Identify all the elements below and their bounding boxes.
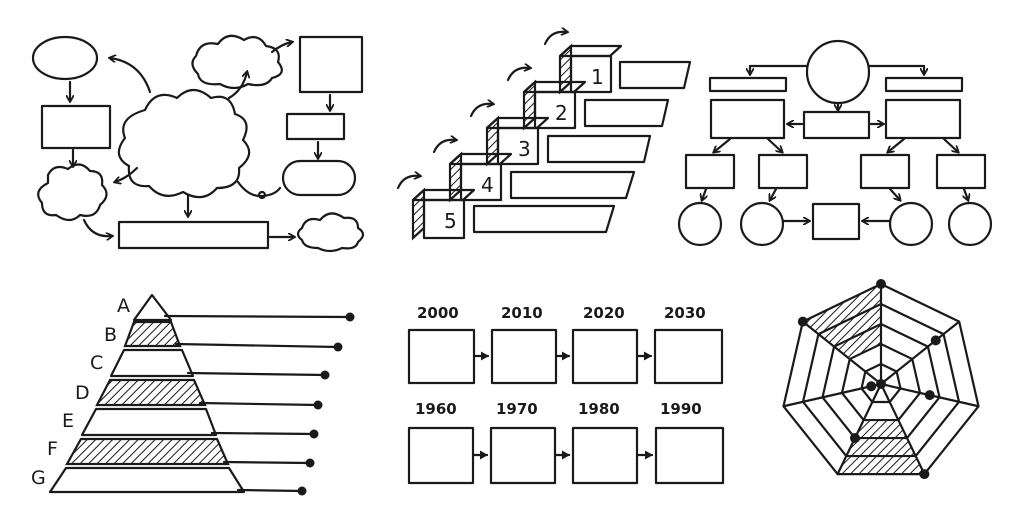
timeline-box: [571, 328, 639, 385]
mind-map-cloud-central: [117, 88, 251, 199]
radar-point: [876, 279, 886, 289]
hierarchy-box-left: [709, 98, 786, 140]
mind-map-cloud-bottom-right: [296, 212, 365, 253]
radar-chart: [782, 279, 980, 480]
timeline-year: 1990: [660, 400, 702, 418]
radar-point: [866, 381, 877, 392]
radar-point: [849, 433, 860, 444]
pyramid-level-a: [132, 293, 173, 322]
pyramid-level-d: [95, 378, 207, 407]
pyramid-label: C: [90, 352, 103, 374]
radar-spoke: [879, 320, 961, 386]
pyramid-level-b: [123, 320, 182, 348]
pyramid-level-c: [109, 348, 195, 378]
radar-point: [924, 390, 935, 401]
radar-point: [930, 335, 941, 346]
timeline-year: 1970: [496, 400, 538, 418]
timeline-box: [489, 426, 557, 485]
pyramid-label: A: [117, 295, 130, 317]
step-label: 3: [518, 137, 531, 161]
timeline-box: [407, 426, 475, 485]
pyramid-label: F: [47, 438, 58, 460]
radar-spoke: [879, 382, 926, 476]
step-1: [558, 43, 692, 95]
radar-ring: [860, 362, 902, 404]
step-3: [485, 115, 652, 167]
radar-spoke: [801, 320, 883, 386]
mind-map-capsule: [281, 159, 357, 197]
radar-spoke: [836, 382, 883, 476]
radar-spoke: [782, 382, 883, 408]
radar-point: [876, 379, 886, 389]
hierarchy-bar-left: [708, 76, 788, 93]
step-4: [448, 151, 636, 203]
radar-point: [797, 316, 808, 327]
mind-map-small-box: [285, 112, 346, 141]
radar-inner-cutout: [849, 344, 881, 384]
hierarchy-leaf-box: [684, 153, 736, 190]
step-label: 2: [555, 101, 568, 125]
timeline-box: [571, 426, 639, 485]
pyramid-level-g: [48, 466, 246, 494]
pyramid: A B C D E F G: [31, 293, 355, 496]
hierarchy-box-right: [884, 98, 962, 140]
hierarchy-leaf-box: [757, 153, 809, 190]
radar-hatched-sector: [837, 384, 925, 475]
hierarchy-leaf-circle: [947, 201, 993, 247]
hierarchy-leaf-circle: [677, 201, 723, 247]
radar-point: [919, 469, 930, 480]
mind-map-cloud-small: [37, 163, 108, 222]
hierarchy-merge-box: [811, 202, 861, 241]
pyramid-label: B: [104, 324, 117, 346]
radar-ring: [801, 302, 961, 458]
mind-map: [31, 34, 365, 253]
timeline-year: 2020: [583, 304, 625, 322]
hierarchy-leaf-box: [859, 153, 911, 190]
timeline-box: [653, 328, 724, 385]
timeline-year: 2010: [501, 304, 543, 322]
hierarchy-box-center: [802, 110, 871, 140]
timeline-box: [407, 328, 476, 385]
timeline-box: [490, 328, 558, 385]
mind-map-cloud-top: [191, 34, 283, 90]
hierarchy-leaf-circle: [888, 201, 934, 247]
radar-ring: [782, 282, 980, 476]
mind-map-box: [40, 104, 112, 150]
hierarchy-leaf-circle: [739, 201, 785, 247]
pyramid-level-f: [65, 437, 230, 466]
hierarchy-root-circle: [805, 39, 871, 105]
hierarchy-bar-right: [884, 76, 964, 93]
radar-ring: [821, 322, 941, 440]
timeline-box: [654, 426, 725, 485]
mind-map-square: [298, 35, 364, 94]
step-label: 5: [444, 209, 457, 233]
mind-map-oval: [31, 35, 99, 81]
step-2: [522, 79, 670, 131]
step-label: 1: [591, 65, 604, 89]
timeline-year: 1980: [578, 400, 620, 418]
step-label: 4: [481, 173, 494, 197]
step-5: [411, 187, 616, 241]
pyramid-level-e: [80, 407, 218, 437]
pyramid-label: G: [31, 467, 46, 489]
timeline-year: 2030: [664, 304, 706, 322]
timeline-year: 2000: [417, 304, 459, 322]
mind-map-long-bar: [117, 220, 270, 250]
hierarchy-leaf-box: [935, 153, 987, 190]
staircase: 5 4 3 2 1: [396, 32, 692, 241]
pyramid-label: E: [62, 410, 74, 432]
hierarchy-chart: [677, 39, 993, 247]
timeline-year: 1960: [415, 400, 457, 418]
pyramid-label: D: [75, 382, 90, 404]
radar-ring: [840, 342, 922, 422]
timeline: 2000 2010 2020 2030 1960 1970 1980 1990: [407, 304, 725, 485]
